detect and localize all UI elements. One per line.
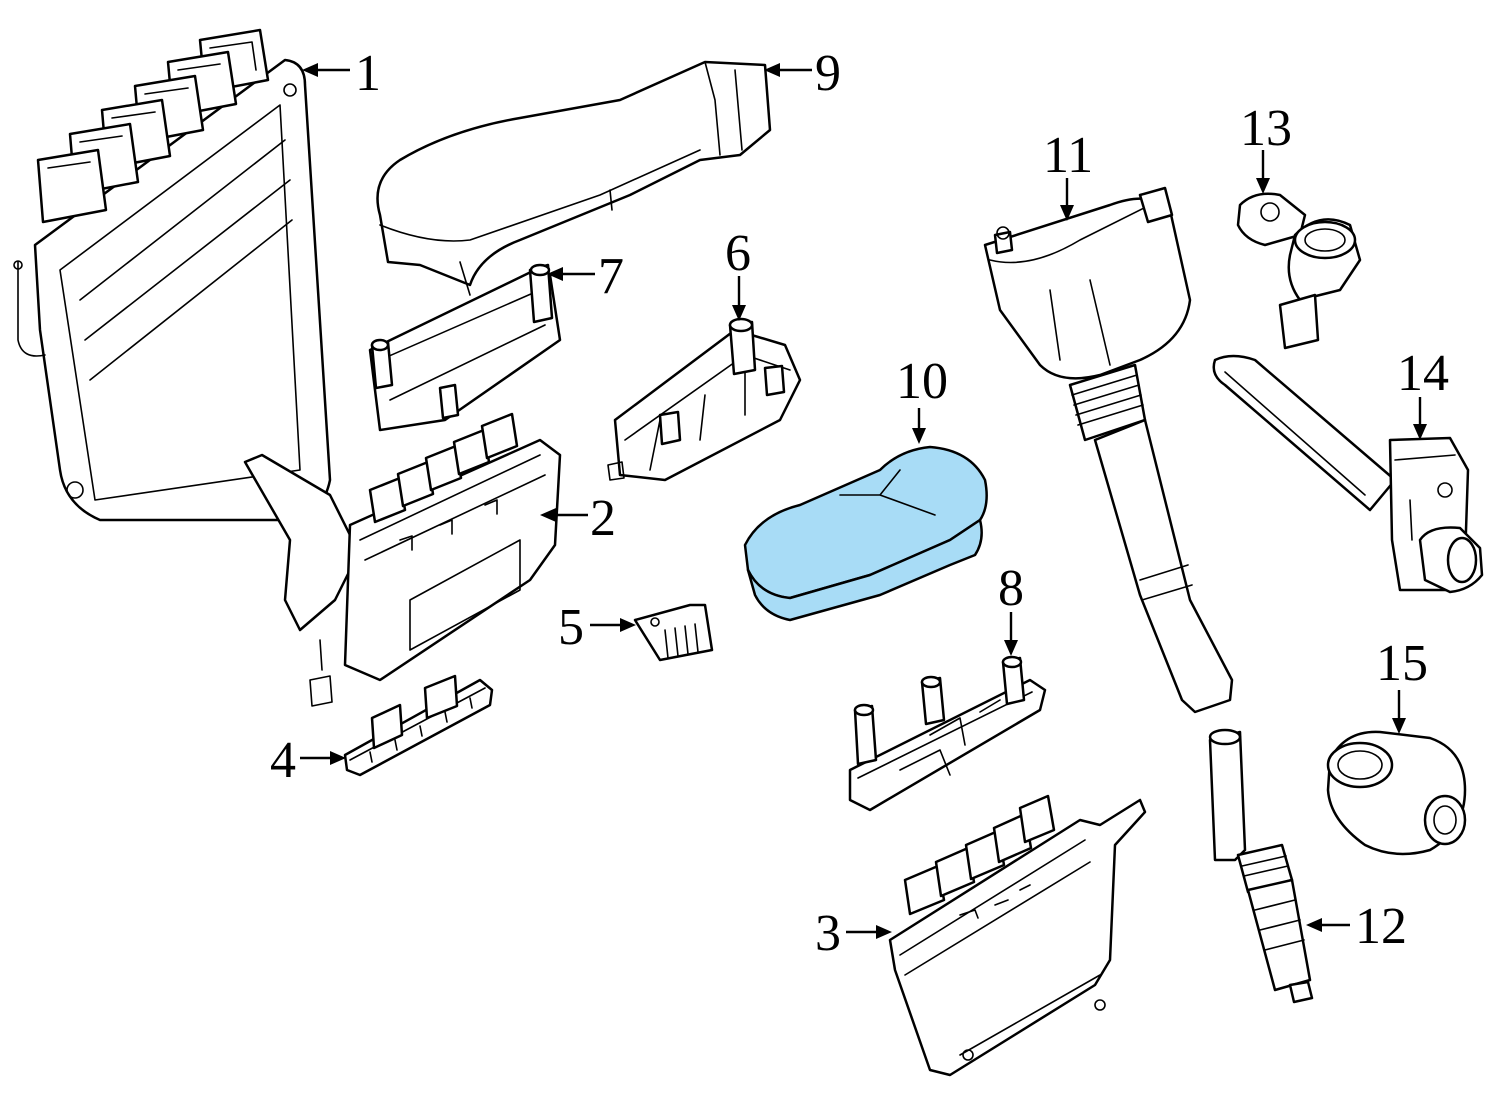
leader-2 <box>540 508 588 522</box>
part-10-highlighted-pad[interactable] <box>743 445 988 622</box>
callout-8: 8 <box>998 560 1024 617</box>
leader-10 <box>912 408 926 444</box>
callout-6: 6 <box>725 225 751 282</box>
callout-5: 5 <box>558 599 584 656</box>
leader-5 <box>590 618 636 632</box>
part-10-pad-side <box>746 518 983 622</box>
callout-9: 9 <box>815 45 841 102</box>
callout-14: 14 <box>1397 345 1449 402</box>
part-3-connectors <box>903 794 1056 916</box>
callout-15: 15 <box>1376 635 1428 692</box>
leader-11 <box>1060 178 1074 221</box>
part-9-cover[interactable] <box>376 60 772 296</box>
part-3-control-module[interactable] <box>888 794 1147 1077</box>
part-8-bracket[interactable] <box>848 655 1047 812</box>
part-11-ignition-coil[interactable] <box>983 186 1234 714</box>
leader-14 <box>1413 397 1427 440</box>
callout-10: 10 <box>896 353 948 410</box>
callout-3: 3 <box>815 905 841 962</box>
part-4-connector-strip[interactable] <box>343 674 494 777</box>
leader-15 <box>1392 690 1406 734</box>
part-5-clip[interactable] <box>633 603 714 662</box>
part-1-control-module[interactable] <box>13 28 332 522</box>
part-1-connectors <box>36 28 270 224</box>
leader-6 <box>732 276 746 321</box>
part-7-bracket[interactable] <box>368 263 562 432</box>
leader-13 <box>1256 150 1270 194</box>
part-13-sensor[interactable] <box>1236 192 1362 350</box>
leader-1 <box>302 63 350 77</box>
leader-9 <box>764 63 812 77</box>
part-12-spark-plug[interactable] <box>1208 728 1314 1004</box>
callout-13: 13 <box>1240 100 1292 157</box>
part-14-sensor[interactable] <box>1212 354 1484 594</box>
callout-11: 11 <box>1043 127 1093 184</box>
leader-8 <box>1004 612 1018 656</box>
callout-labels: 1 2 3 4 5 6 7 8 9 10 11 12 13 14 15 <box>270 45 1449 962</box>
leader-4 <box>300 751 346 765</box>
callout-4: 4 <box>270 732 296 789</box>
part-15-cap[interactable] <box>1326 730 1467 856</box>
part-2-control-module[interactable] <box>243 412 562 707</box>
part-6-bracket[interactable] <box>607 317 802 482</box>
callout-12: 12 <box>1355 898 1407 955</box>
callout-1: 1 <box>355 45 381 102</box>
leader-7 <box>547 267 595 281</box>
part-2-connectors <box>368 412 519 524</box>
callout-2: 2 <box>590 490 616 547</box>
callout-7: 7 <box>598 248 624 305</box>
leader-3 <box>846 925 892 939</box>
leader-12 <box>1306 918 1350 932</box>
callout-leaders <box>300 63 1427 939</box>
